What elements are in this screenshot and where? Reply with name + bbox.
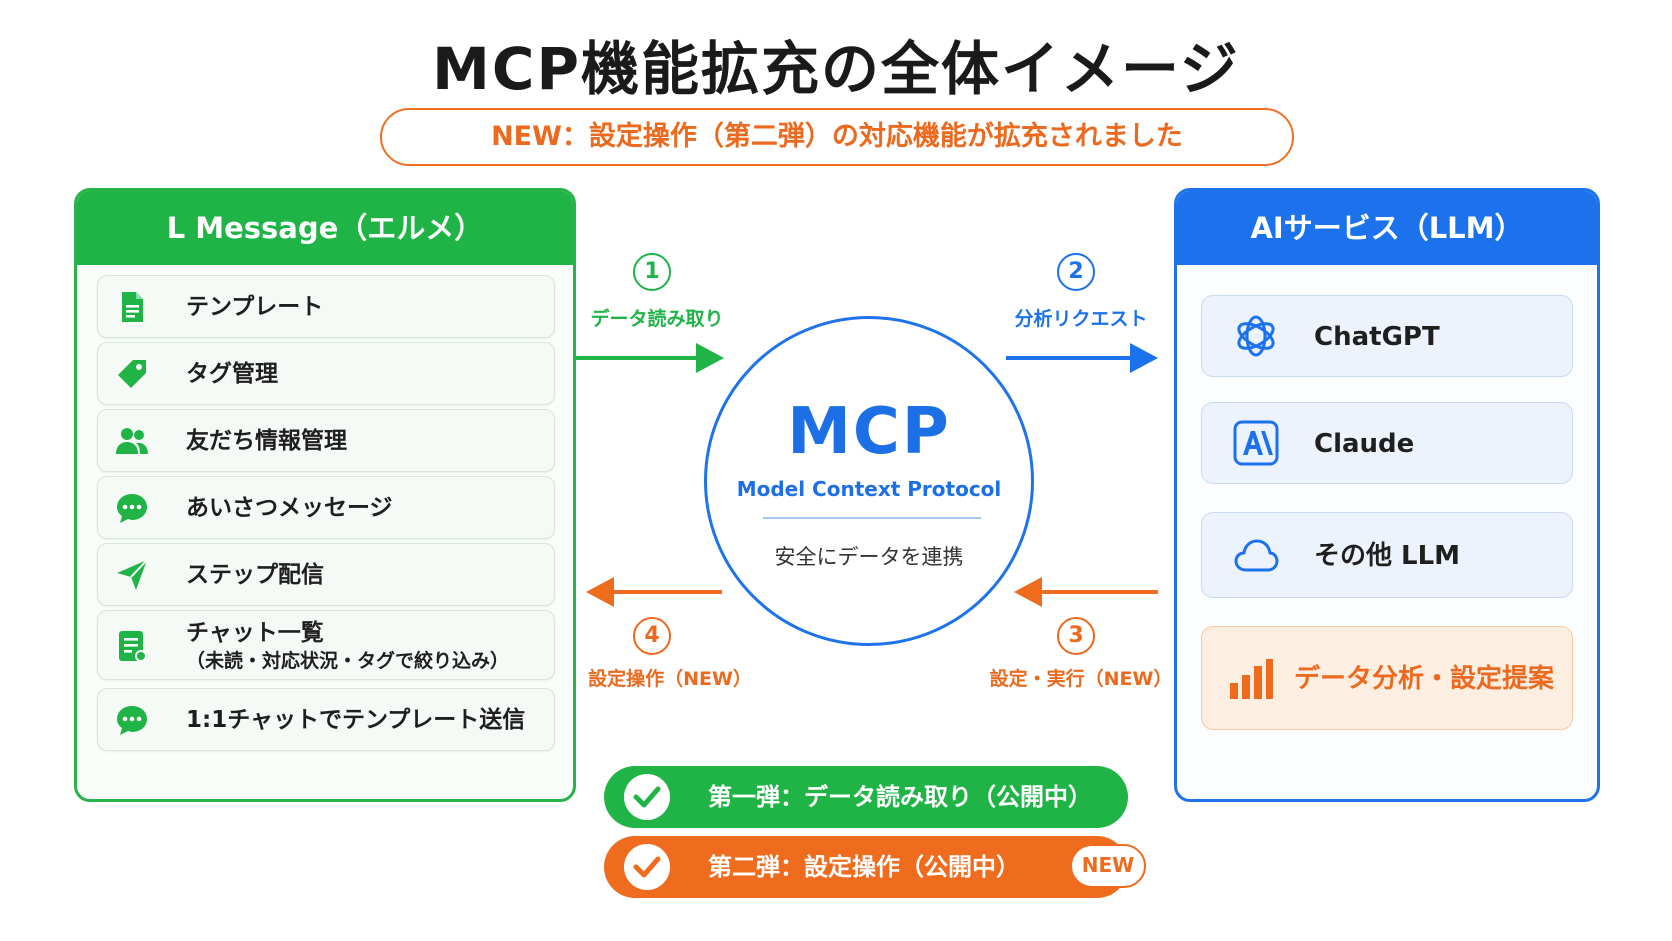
check-icon <box>624 774 670 820</box>
list-item-chat-list: チャット一覧 （未読・対応状況・タグで絞り込み） <box>97 610 555 680</box>
subtitle-banner: NEW：設定操作（第二弾）の対応機能が拡充されました <box>380 108 1294 166</box>
ai-service-panel: AIサービス（LLM） ChatGPT Claude その他 LLM <box>1174 188 1600 802</box>
service-item-label: ChatGPT <box>1314 322 1440 352</box>
phase-one-label: 第一弾：データ読み取り（公開中） <box>708 783 1092 811</box>
list-document-icon <box>119 631 147 662</box>
tag-icon <box>118 360 146 388</box>
users-icon <box>116 428 148 454</box>
mcp-divider <box>763 517 981 519</box>
step-label-3: 設定・実行（NEW） <box>989 668 1173 690</box>
list-item-sublabel: （未読・対応状況・タグで絞り込み） <box>186 650 510 672</box>
anthropic-logo-icon <box>1233 420 1279 466</box>
list-item-template: テンプレート <box>97 275 555 338</box>
mcp-hub: MCP Model Context Protocol 安全にデータを連携 <box>704 316 1034 646</box>
mcp-title: MCP <box>787 395 951 469</box>
list-item-label: 1:1チャットでテンプレート送信 <box>186 707 526 733</box>
phase-one-pill: 第一弾：データ読み取り（公開中） <box>604 766 1128 828</box>
new-badge: NEW <box>1070 844 1146 888</box>
chat-bubble-icon <box>117 494 147 523</box>
arrow-read <box>576 343 724 373</box>
service-item-analysis: データ分析・設定提案 <box>1201 626 1573 730</box>
service-item-claude: Claude <box>1201 402 1573 484</box>
list-item-one-on-one: 1:1チャットでテンプレート送信 <box>97 688 555 751</box>
mcp-subtitle: Model Context Protocol <box>736 477 1002 501</box>
chat-bubble-icon <box>117 706 147 735</box>
step-number-1: 1 <box>633 253 671 291</box>
list-item-label: タグ管理 <box>186 361 278 387</box>
list-item-label: ステップ配信 <box>186 562 324 588</box>
phase-two-pill: 第二弾：設定操作（公開中） <box>604 836 1128 898</box>
list-item-tag: タグ管理 <box>97 342 555 405</box>
service-item-chatgpt: ChatGPT <box>1201 295 1573 377</box>
step-label-4: 設定操作（NEW） <box>588 668 752 690</box>
step-number-4: 4 <box>633 617 671 655</box>
arrow-request <box>1006 343 1158 373</box>
list-item-label: 友だち情報管理 <box>186 428 347 454</box>
list-item-greeting: あいさつメッセージ <box>97 476 555 539</box>
list-item-friends: 友だち情報管理 <box>97 409 555 472</box>
step-label-1: データ読み取り <box>590 308 724 330</box>
step-number-3: 3 <box>1057 617 1095 655</box>
check-icon <box>624 844 670 890</box>
service-item-label: データ分析・設定提案 <box>1294 664 1555 694</box>
arrow-execute <box>1014 577 1158 607</box>
l-message-panel: L Message（エルメ） テンプレート タグ管理 友だち情報管理 <box>74 188 576 802</box>
list-item-step: ステップ配信 <box>97 543 555 606</box>
mcp-description: 安全にデータを連携 <box>774 545 964 569</box>
list-item-label: テンプレート <box>186 294 324 320</box>
page-title: MCP機能拡充の全体イメージ <box>432 35 1240 103</box>
ai-service-header: AIサービス（LLM） <box>1177 191 1597 265</box>
document-icon <box>122 292 143 322</box>
step-number-2: 2 <box>1057 253 1095 291</box>
bar-chart-icon <box>1230 659 1273 699</box>
cloud-icon <box>1234 539 1279 572</box>
l-message-header: L Message（エルメ） <box>77 191 573 265</box>
list-item-label: あいさつメッセージ <box>186 495 393 521</box>
send-icon <box>117 559 148 590</box>
arrow-settings <box>586 577 722 607</box>
openai-logo-icon <box>1237 315 1275 357</box>
phase-two-label: 第二弾：設定操作（公開中） <box>708 853 1020 881</box>
step-label-2: 分析リクエスト <box>1014 308 1148 330</box>
service-item-other-llm: その他 LLM <box>1201 512 1573 598</box>
service-item-label: その他 LLM <box>1314 541 1461 571</box>
list-item-label: チャット一覧 <box>186 620 324 646</box>
service-item-label: Claude <box>1314 429 1415 459</box>
